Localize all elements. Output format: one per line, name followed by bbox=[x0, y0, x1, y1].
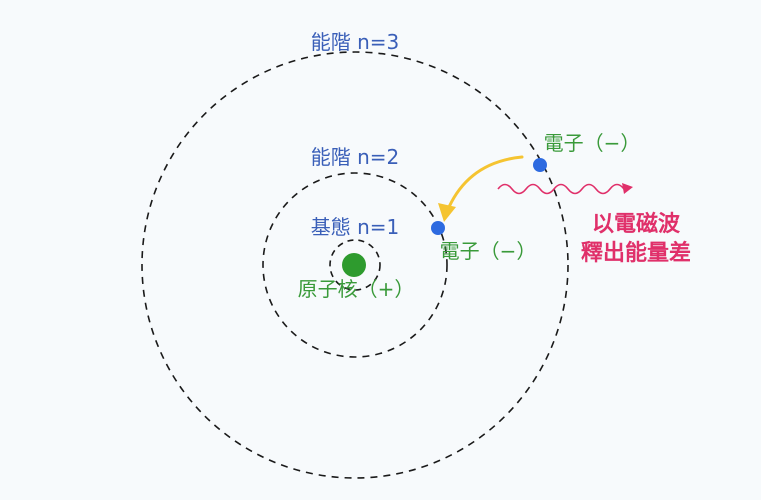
orbit-n2 bbox=[262, 172, 448, 358]
level-3-label: 能階 n=3 bbox=[311, 30, 400, 54]
nucleus-dot-icon bbox=[342, 253, 366, 277]
orbit-n3 bbox=[141, 51, 569, 479]
emission-text-line1: 以電磁波 bbox=[592, 211, 681, 237]
nucleus-label: 原子核（+） bbox=[298, 277, 415, 301]
electron-inner-label: 電子（−） bbox=[440, 239, 537, 263]
electron-dot-icon bbox=[533, 158, 547, 172]
electron-dot-icon bbox=[431, 221, 445, 235]
level-1-label: 基態 n=1 bbox=[311, 215, 400, 239]
electron-outer-label: 電子（−） bbox=[544, 131, 641, 155]
emission-text-line2: 釋出能量差 bbox=[581, 240, 691, 266]
curved-arrow-icon bbox=[438, 155, 524, 222]
orbit-n1 bbox=[329, 239, 381, 291]
wavy-arrow-icon bbox=[497, 183, 633, 195]
level-2-label: 能階 n=2 bbox=[311, 145, 400, 169]
